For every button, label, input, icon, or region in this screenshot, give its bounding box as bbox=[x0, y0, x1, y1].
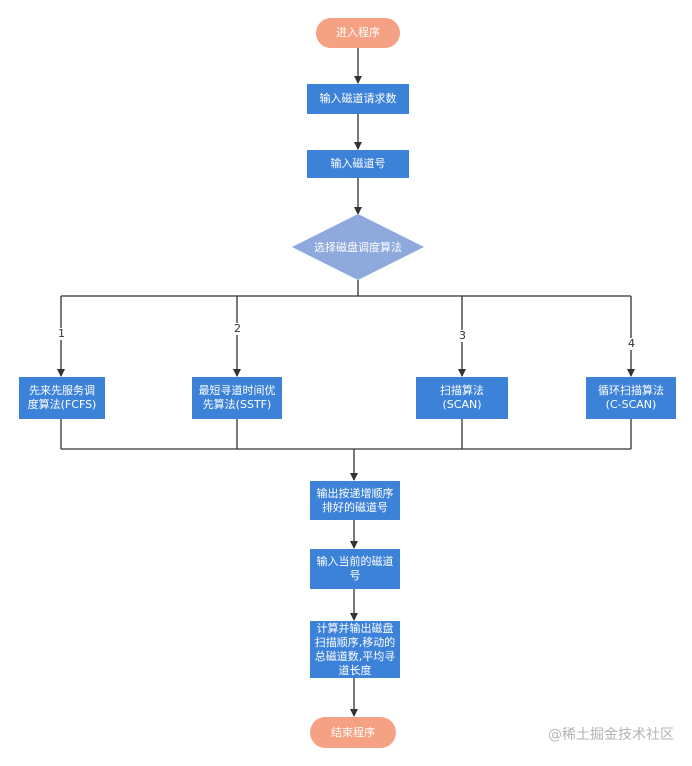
cscan-node: 循环扫描算法(C-SCAN) bbox=[586, 377, 676, 419]
start-node: 进入程序 bbox=[316, 18, 400, 48]
branch-label-3: 3 bbox=[458, 329, 467, 342]
input-request-count-node: 输入磁道请求数 bbox=[307, 84, 409, 114]
input-track-numbers-node: 输入磁道号 bbox=[307, 150, 409, 178]
end-node: 结束程序 bbox=[310, 717, 396, 748]
sstf-node: 最短寻道时间优先算法(SSTF) bbox=[192, 377, 282, 419]
choose-algorithm-decision: 选择磁盘调度算法 bbox=[314, 241, 402, 254]
branch-label-2: 2 bbox=[233, 322, 242, 335]
watermark: @稀土掘金技术社区 bbox=[548, 727, 674, 743]
input-current-track-node: 输入当前的磁道号 bbox=[310, 549, 400, 589]
branch-label-4: 4 bbox=[627, 337, 636, 350]
scan-node: 扫描算法(SCAN) bbox=[416, 377, 508, 419]
decision-diamond bbox=[292, 214, 424, 280]
output-sorted-node: 输出按递增顺序排好的磁道号 bbox=[310, 481, 400, 520]
branch-label-1: 1 bbox=[57, 327, 66, 340]
fcfs-node: 先来先服务调度算法(FCFS) bbox=[19, 377, 105, 419]
compute-output-node: 计算并输出磁盘扫描顺序,移动的总磁道数,平均寻道长度 bbox=[310, 621, 400, 678]
